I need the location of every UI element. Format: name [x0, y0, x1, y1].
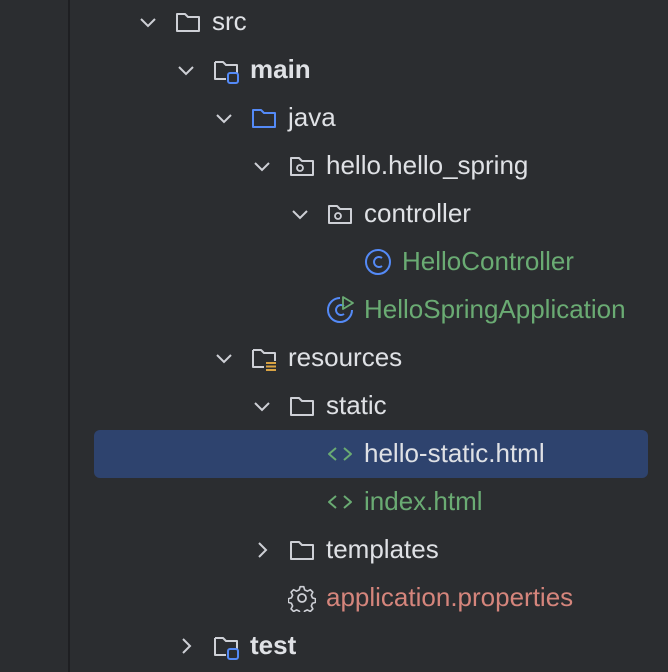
tree-item-label: index.html [364, 486, 483, 516]
source-root-folder-icon [214, 61, 239, 84]
chevron-down-icon[interactable] [212, 346, 236, 370]
folder-icon [290, 541, 314, 560]
chevron-right-icon[interactable] [174, 634, 198, 658]
source-root-folder-icon [214, 637, 239, 660]
tree-item-package[interactable]: hello.hello_spring [70, 142, 668, 190]
tree-item-label: java [288, 102, 336, 132]
tree-item-label: templates [326, 534, 439, 564]
tree-item-label: hello.hello_spring [326, 150, 529, 180]
tree-item-test[interactable]: test [70, 622, 668, 670]
tree-item-hello-static-html[interactable]: hello-static.html [70, 430, 668, 478]
tree-item-controller-package[interactable]: controller [70, 190, 668, 238]
tree-item-index-html[interactable]: index.html [70, 478, 668, 526]
tree-item-resources[interactable]: resources [70, 334, 668, 382]
chevron-down-icon[interactable] [174, 58, 198, 82]
tree-item-label: HelloSpringApplication [364, 294, 626, 324]
tree-item-label: test [250, 630, 297, 660]
left-gutter [0, 0, 70, 672]
tree-item-label: controller [364, 198, 471, 228]
chevron-right-icon[interactable] [250, 538, 274, 562]
html-file-icon [328, 495, 352, 509]
package-icon [290, 157, 314, 176]
tree-item-main[interactable]: main [70, 46, 668, 94]
tree-item-application-properties[interactable]: application.properties [70, 574, 668, 622]
runnable-class-icon [327, 296, 354, 323]
class-icon [365, 249, 391, 275]
chevron-down-icon[interactable] [212, 106, 236, 130]
resources-folder-icon [252, 349, 276, 371]
tree-item-hello-controller[interactable]: HelloController [70, 238, 668, 286]
project-tree: src main java hello.hello_spring control… [70, 0, 668, 672]
tree-item-label: main [250, 54, 311, 84]
chevron-down-icon[interactable] [250, 154, 274, 178]
tree-item-static[interactable]: static [70, 382, 668, 430]
tree-item-hello-spring-application[interactable]: HelloSpringApplication [70, 286, 668, 334]
tree-item-java[interactable]: java [70, 94, 668, 142]
tree-item-label: src [212, 6, 247, 36]
tree-item-src[interactable]: src [70, 0, 668, 46]
chevron-down-icon[interactable] [136, 10, 160, 34]
selection-highlight [94, 430, 648, 478]
chevron-down-icon[interactable] [288, 202, 312, 226]
html-file-icon [328, 447, 352, 461]
folder-icon [290, 397, 314, 416]
source-folder-icon [252, 109, 276, 128]
tree-item-templates[interactable]: templates [70, 526, 668, 574]
tree-item-label: application.properties [326, 582, 574, 612]
chevron-down-icon[interactable] [250, 394, 274, 418]
tree-item-label: static [326, 390, 387, 420]
gear-icon [288, 585, 316, 612]
package-icon [328, 205, 352, 224]
folder-icon [176, 13, 200, 32]
tree-item-label: hello-static.html [364, 438, 545, 468]
tree-item-label: resources [288, 342, 403, 372]
tree-item-label: HelloController [402, 246, 574, 276]
